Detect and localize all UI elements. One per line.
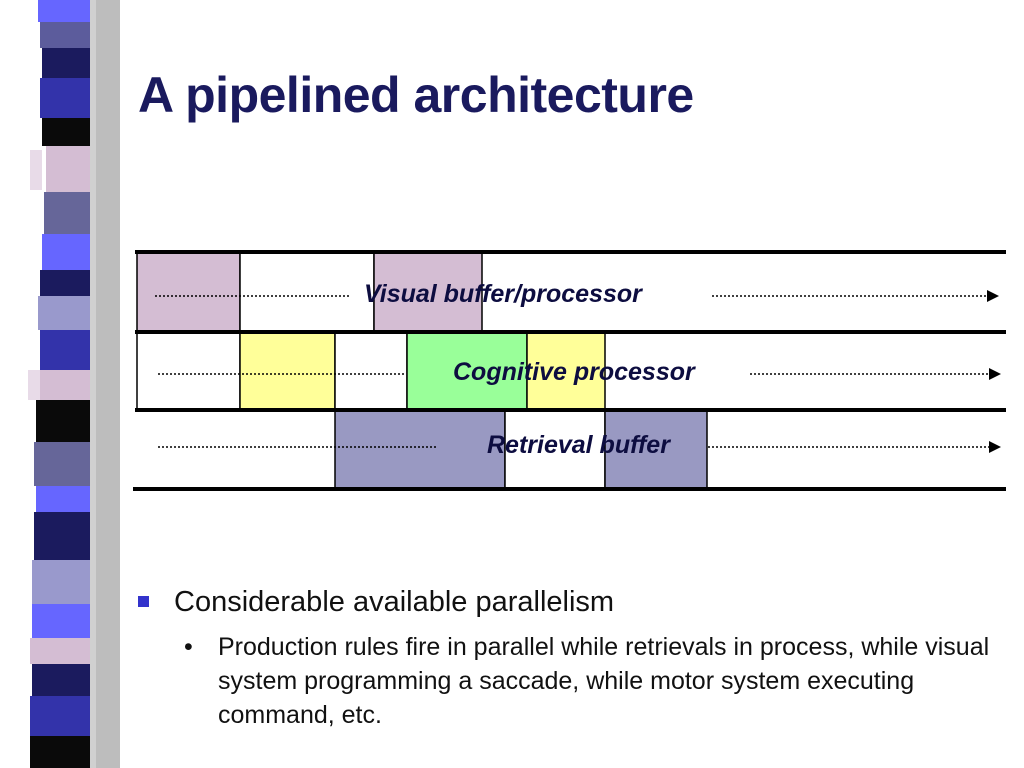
cognitive-block-1: [239, 332, 336, 410]
visual-gap-1: [239, 252, 375, 332]
cognitive-gap-2: [334, 332, 408, 410]
dot-bullet-icon: •: [184, 633, 193, 661]
square-bullet-icon: [138, 596, 149, 607]
slide-title: A pipelined architecture: [138, 67, 694, 123]
visual-block-1: [136, 252, 241, 332]
cognitive-gap-1: [136, 332, 241, 410]
sub-bullet-item: • Production rules fire in parallel whil…: [138, 630, 998, 732]
bullet-text: Considerable available parallelism: [174, 586, 615, 618]
retrieval-row-label: Retrieval buffer: [487, 431, 670, 459]
retrieval-block-1: [334, 410, 506, 489]
cognitive-block-3: [526, 332, 606, 410]
bullet-item: Considerable available parallelism: [138, 584, 998, 620]
visual-block-2: [373, 252, 483, 332]
bullet-list: Considerable available parallelism • Pro…: [138, 584, 998, 732]
decorative-stripe: [0, 0, 120, 768]
retrieval-block-2: [604, 410, 708, 489]
sub-bullet-text: Production rules fire in parallel while …: [218, 633, 990, 729]
visual-row-label: Visual buffer/processor: [364, 280, 642, 308]
cognitive-row-label: Cognitive processor: [453, 358, 695, 386]
